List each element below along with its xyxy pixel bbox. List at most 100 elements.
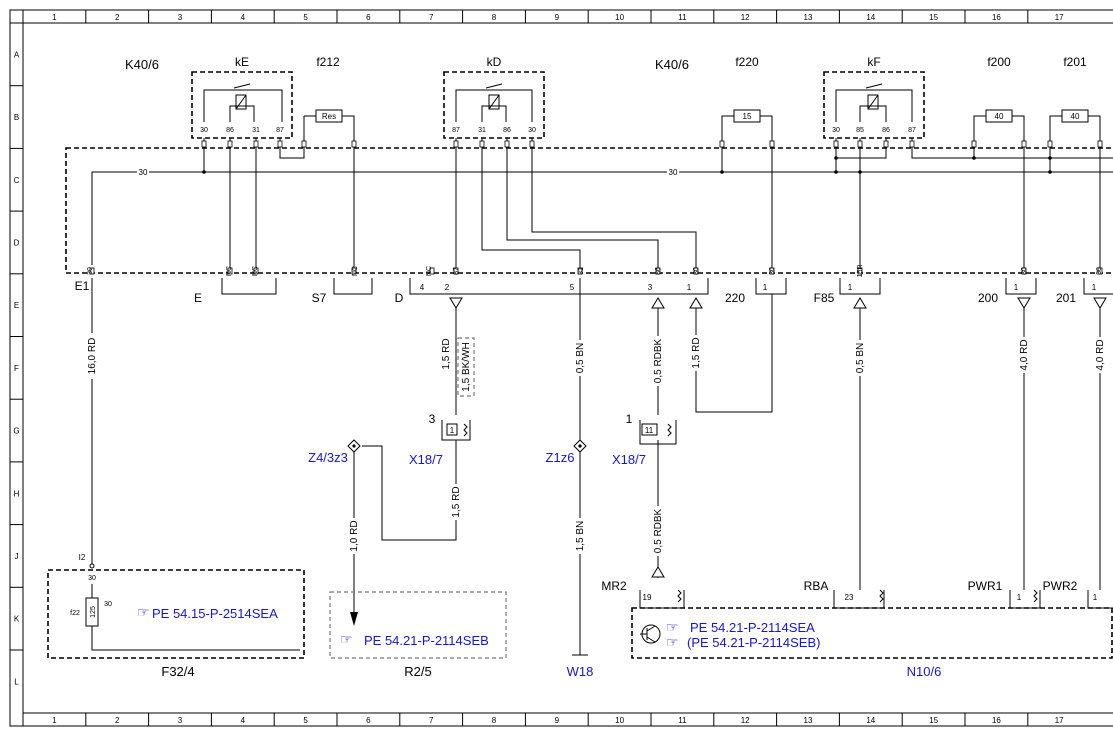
relay-kf-label: kF (867, 55, 880, 69)
grid-column-16: 16 (992, 716, 1001, 725)
svg-text:87: 87 (452, 127, 460, 134)
grid-column-3: 3 (178, 13, 183, 22)
grid-row-H: H (14, 489, 20, 498)
fuse-box-f32: I2 30 125 f22 30 ☞ PE 54.15-P-2514SEA F3… (47, 553, 305, 679)
grid-column-5: 5 (303, 13, 308, 22)
grid-column-3: 3 (178, 716, 183, 725)
flow-arrow-icon (1017, 297, 1031, 309)
grid-column-13: 13 (804, 716, 813, 725)
wire-labels: 16,0 RD 1,5 RD 1,5 BK/WH 0,5 BN 0,5 RDBK… (86, 333, 1106, 556)
svg-text:f22: f22 (70, 610, 80, 617)
terminal-x18-a: 3 1 X18/7 (409, 412, 471, 467)
grid-column-11: 11 (678, 716, 687, 725)
svg-text:30: 30 (769, 267, 776, 275)
grid-column-2: 2 (115, 13, 120, 22)
fuse-f220: f220 15 (720, 55, 773, 268)
wire-d1-220 (695, 294, 773, 413)
wire-label-7: 4,0 RD (1019, 339, 1030, 370)
connector-200-label: 200 (978, 291, 998, 305)
fuse-f201: f201 40 (1048, 55, 1101, 268)
wire-label-5: 1,5 RD (691, 337, 702, 368)
bus-30-label-left: 30 (139, 168, 148, 177)
relay-kd: kD 87 31 86 30 (443, 55, 545, 139)
svg-text:19: 19 (643, 593, 652, 602)
fuse-f22-icon (85, 597, 99, 627)
svg-text:31: 31 (478, 127, 486, 134)
wire-label-12: 0,5 RDBK (653, 508, 664, 553)
n10-label: N10/6 (907, 664, 942, 679)
relay-ke: kE 30 86 31 87 (191, 55, 293, 139)
svg-text:86: 86 (226, 127, 234, 134)
module-n10: 19 MR2 23 RBA 1 PWR1 1 PWR2 ☞ PE 54.21-P… (601, 566, 1113, 679)
svg-text:125: 125 (90, 606, 97, 618)
relay-kd-contact (485, 83, 503, 89)
n10-ref-link-1[interactable]: PE 54.21-P-2114SEA (690, 620, 815, 635)
hand-pointer-icon: ☞ (137, 604, 150, 620)
svg-text:87: 87 (276, 127, 284, 134)
relay-ke-label: kE (235, 55, 249, 69)
svg-text:1: 1 (763, 283, 768, 292)
grid-row-G: G (13, 427, 19, 436)
connector-e-label: E (194, 291, 202, 305)
bus-30-left (91, 171, 860, 265)
grid-row-J: J (15, 552, 19, 561)
w18-label: W18 (567, 664, 594, 679)
svg-text:30: 30 (87, 267, 94, 275)
connector-201-label: 201 (1056, 291, 1076, 305)
svg-text:NC: NC (252, 266, 259, 276)
grid-column-15: 15 (929, 13, 938, 22)
wire-label-1: 16,0 RD (87, 338, 98, 375)
svg-text:30: 30 (200, 127, 208, 134)
svg-text:87: 87 (453, 267, 460, 275)
connector-e1-label: E1 (75, 279, 90, 293)
relay-kd-coil (488, 94, 500, 110)
transistor-icon (640, 624, 661, 644)
i2-label: I2 (79, 553, 86, 562)
splice-z4: Z4/3z3 (308, 439, 361, 465)
svg-text:31: 31 (578, 267, 585, 275)
component-r25: ☞ PE 54.21-P-2114SEB R2/5 (329, 591, 507, 679)
splice-z1: Z1z6 (546, 439, 587, 465)
flow-arrow-icon (651, 297, 665, 309)
svg-text:1: 1 (1092, 283, 1097, 292)
grid-row-A: A (14, 50, 20, 59)
svg-text:1: 1 (450, 426, 455, 435)
grid-column-8: 8 (492, 716, 497, 725)
svg-text:2: 2 (445, 283, 450, 292)
svg-text:87: 87 (908, 127, 916, 134)
grid-column-1: 1 (52, 716, 57, 725)
flow-arrow-icon (449, 297, 463, 309)
wire-label-2a: 1,5 RD (441, 338, 452, 369)
f32-ref-link[interactable]: PE 54.15-P-2514SEA (152, 606, 278, 621)
connector-d: NC 87 31 86 30 4 2 5 3 1 D (395, 266, 709, 305)
relay-kd-label: kD (487, 55, 502, 69)
svg-text:1: 1 (1017, 593, 1022, 602)
grid-column-16: 16 (992, 13, 1001, 22)
svg-text:86: 86 (882, 127, 890, 134)
grid-column-6: 6 (366, 716, 371, 725)
connector-200: 30 1 200 (978, 267, 1037, 305)
terminal-x18-b: 1 11 X18/7 (612, 412, 677, 467)
grid-column-1: 1 (52, 13, 57, 22)
connector-s7: NC S7 (312, 266, 373, 305)
hand-pointer-icon: ☞ (666, 619, 679, 635)
grid-row-B: B (14, 113, 19, 122)
terminal-x18-b-label: X18/7 (612, 452, 646, 467)
n10-ref-link-2[interactable]: (PE 54.21-P-2114SEB) (687, 635, 820, 650)
grid-column-4: 4 (241, 13, 246, 22)
svg-text:30: 30 (1096, 267, 1103, 275)
bus-30-label-right: 30 (669, 168, 678, 177)
fuse-f200: f200 40 (972, 55, 1025, 268)
grid-row-E: E (14, 301, 19, 310)
wire-label-3: 0,5 BN (575, 343, 586, 374)
svg-text:30: 30 (88, 575, 96, 582)
svg-text:NC: NC (226, 266, 233, 276)
svg-text:86: 86 (503, 127, 511, 134)
wire-label-4: 0,5 RDBK (653, 338, 664, 383)
svg-text:85: 85 (856, 127, 864, 134)
svg-text:3: 3 (648, 283, 653, 292)
relay-ke-coil (235, 94, 247, 110)
wire-label-9: 1,5 RD (451, 486, 462, 517)
r25-ref-link[interactable]: PE 54.21-P-2114SEB (364, 633, 489, 648)
